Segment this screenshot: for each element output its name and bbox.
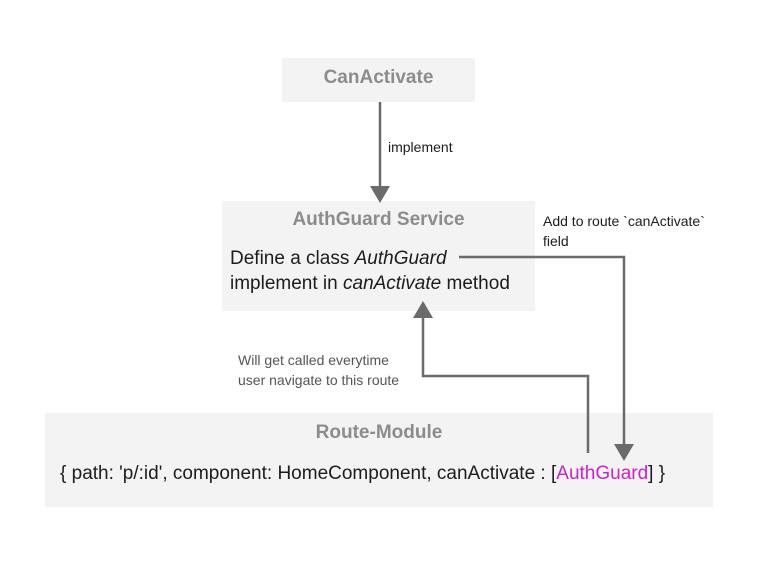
- will-get-called-label-line2: user navigate to this route: [238, 372, 400, 388]
- route-code-suffix: ] }: [648, 463, 666, 484]
- route-module-title: Route-Module: [315, 422, 443, 443]
- authguard-line1-class-name: AuthGuard: [354, 248, 447, 269]
- authguard-line1-text: Define a class: [230, 248, 355, 269]
- authguard-description-line1: Define a class AuthGuard: [230, 248, 447, 270]
- canactivate-node: CanActivate: [282, 58, 475, 102]
- authguard-line2-text-end: method: [441, 273, 510, 294]
- authguard-line2-text-start: implement in: [230, 273, 343, 294]
- implement-arrowhead: [370, 186, 390, 203]
- authguard-title: AuthGuard Service: [292, 209, 465, 230]
- canactivate-title: CanActivate: [323, 67, 434, 88]
- route-module-node: Route-Module { path: 'p/:id', component:…: [45, 413, 713, 507]
- add-to-route-label-line2: field: [543, 233, 569, 249]
- add-to-route-label-line1: Add to route `canActivate`: [543, 213, 705, 229]
- authguard-line2-method-name: canActivate: [343, 273, 442, 294]
- route-code-authguard-highlight: AuthGuard: [556, 463, 649, 484]
- route-definition-code: { path: 'p/:id', component: HomeComponen…: [60, 463, 665, 485]
- will-get-called-arrow-line: [421, 315, 590, 453]
- authguard-service-node: AuthGuard Service Define a class AuthGua…: [222, 201, 535, 311]
- implement-label: implement: [388, 139, 453, 155]
- will-get-called-arrowhead: [413, 301, 433, 318]
- authguard-description-line2: implement in canActivate method: [230, 273, 510, 295]
- route-code-prefix: { path: 'p/:id', component: HomeComponen…: [60, 463, 557, 484]
- add-to-route-arrowhead: [614, 444, 634, 461]
- will-get-called-label-line1: Will get called everytime: [238, 352, 389, 368]
- add-to-route-arrow-line: [459, 255, 626, 447]
